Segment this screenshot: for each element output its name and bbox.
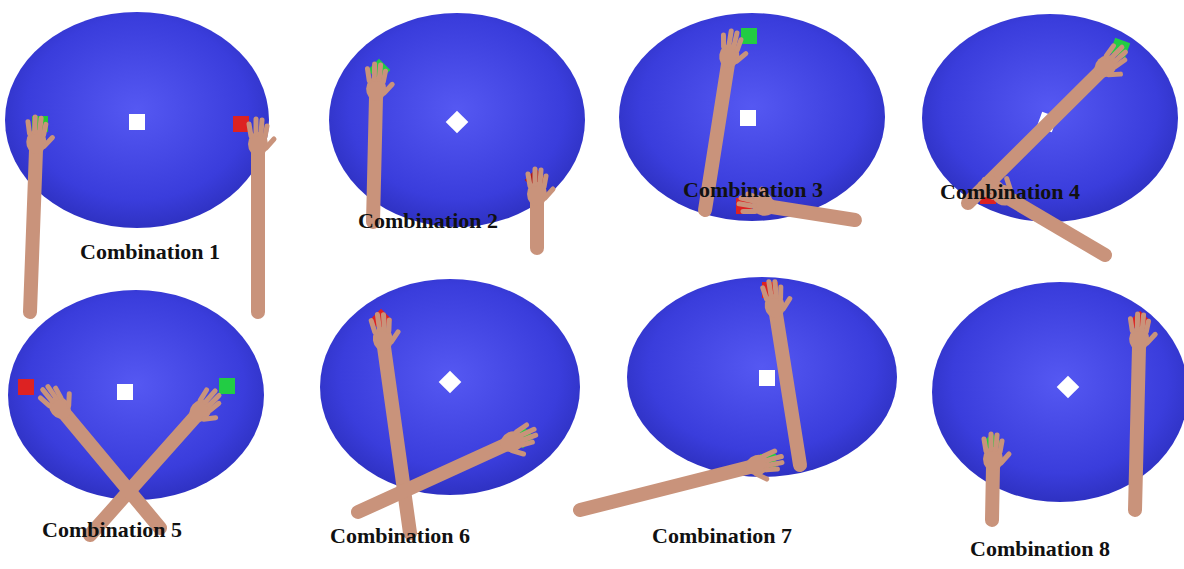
panel-label: Combination 1 xyxy=(80,241,220,263)
panel-label: Combination 4 xyxy=(940,181,1080,203)
hand xyxy=(26,30,1156,484)
arm xyxy=(30,64,1139,535)
panel-label: Combination 8 xyxy=(970,538,1110,560)
panel-label: Combination 5 xyxy=(42,519,182,541)
panel-label: Combination 7 xyxy=(652,525,792,547)
target-square xyxy=(18,28,1151,470)
panel-label: Combination 6 xyxy=(330,525,470,547)
panel-label: Combination 3 xyxy=(683,179,823,201)
panel-label: Combination 2 xyxy=(358,210,498,232)
